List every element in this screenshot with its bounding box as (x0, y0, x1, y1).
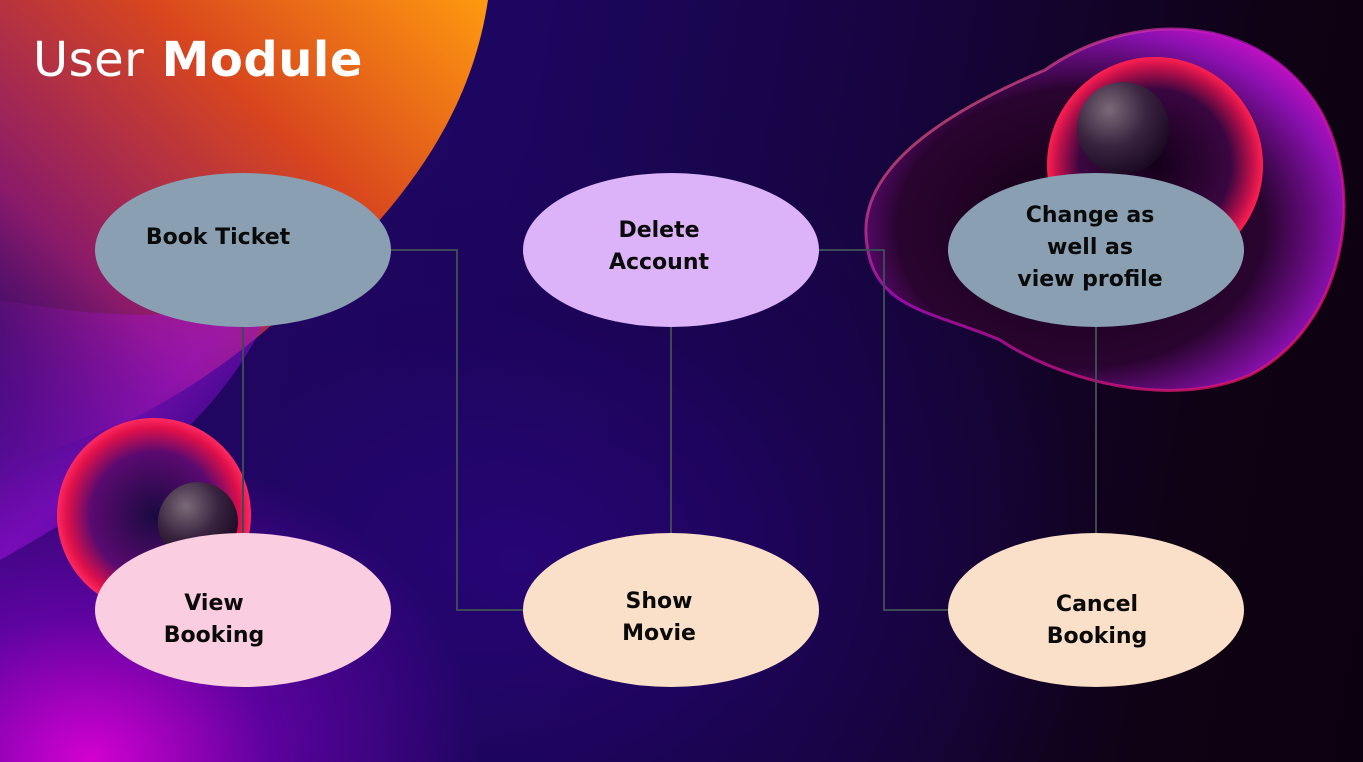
connector-book-ticket-to-show-movie (391, 249, 523, 611)
title-light: User (33, 32, 145, 88)
connector-delete-account-to-cancel-booking (819, 249, 948, 611)
page-title: User Module (33, 28, 363, 92)
title-bold: Module (161, 32, 363, 88)
use-case-book-ticket-label: Book Ticket (145, 225, 291, 250)
use-case-show-movie-ellipse (523, 533, 819, 687)
use-case-delete-account-label: Delete Account (608, 218, 710, 275)
use-case-view-booking-ellipse (95, 533, 391, 687)
use-case-change-profile-label: Change as well as view profile (1017, 203, 1163, 292)
use-case-delete-account-ellipse (523, 173, 819, 327)
use-case-show-movie-label: Show Movie (622, 589, 696, 646)
use-case-view-booking-label: View Booking (163, 591, 265, 648)
use-case-cancel-booking-label: Cancel Booking (1046, 592, 1148, 649)
nodes (95, 173, 1244, 687)
use-case-change-profile-ellipse (948, 173, 1244, 327)
use-case-cancel-booking-ellipse (948, 533, 1244, 687)
use-case-book-ticket-ellipse (95, 173, 391, 327)
connectors (242, 249, 1097, 611)
right-sphere-shape (1077, 82, 1169, 174)
